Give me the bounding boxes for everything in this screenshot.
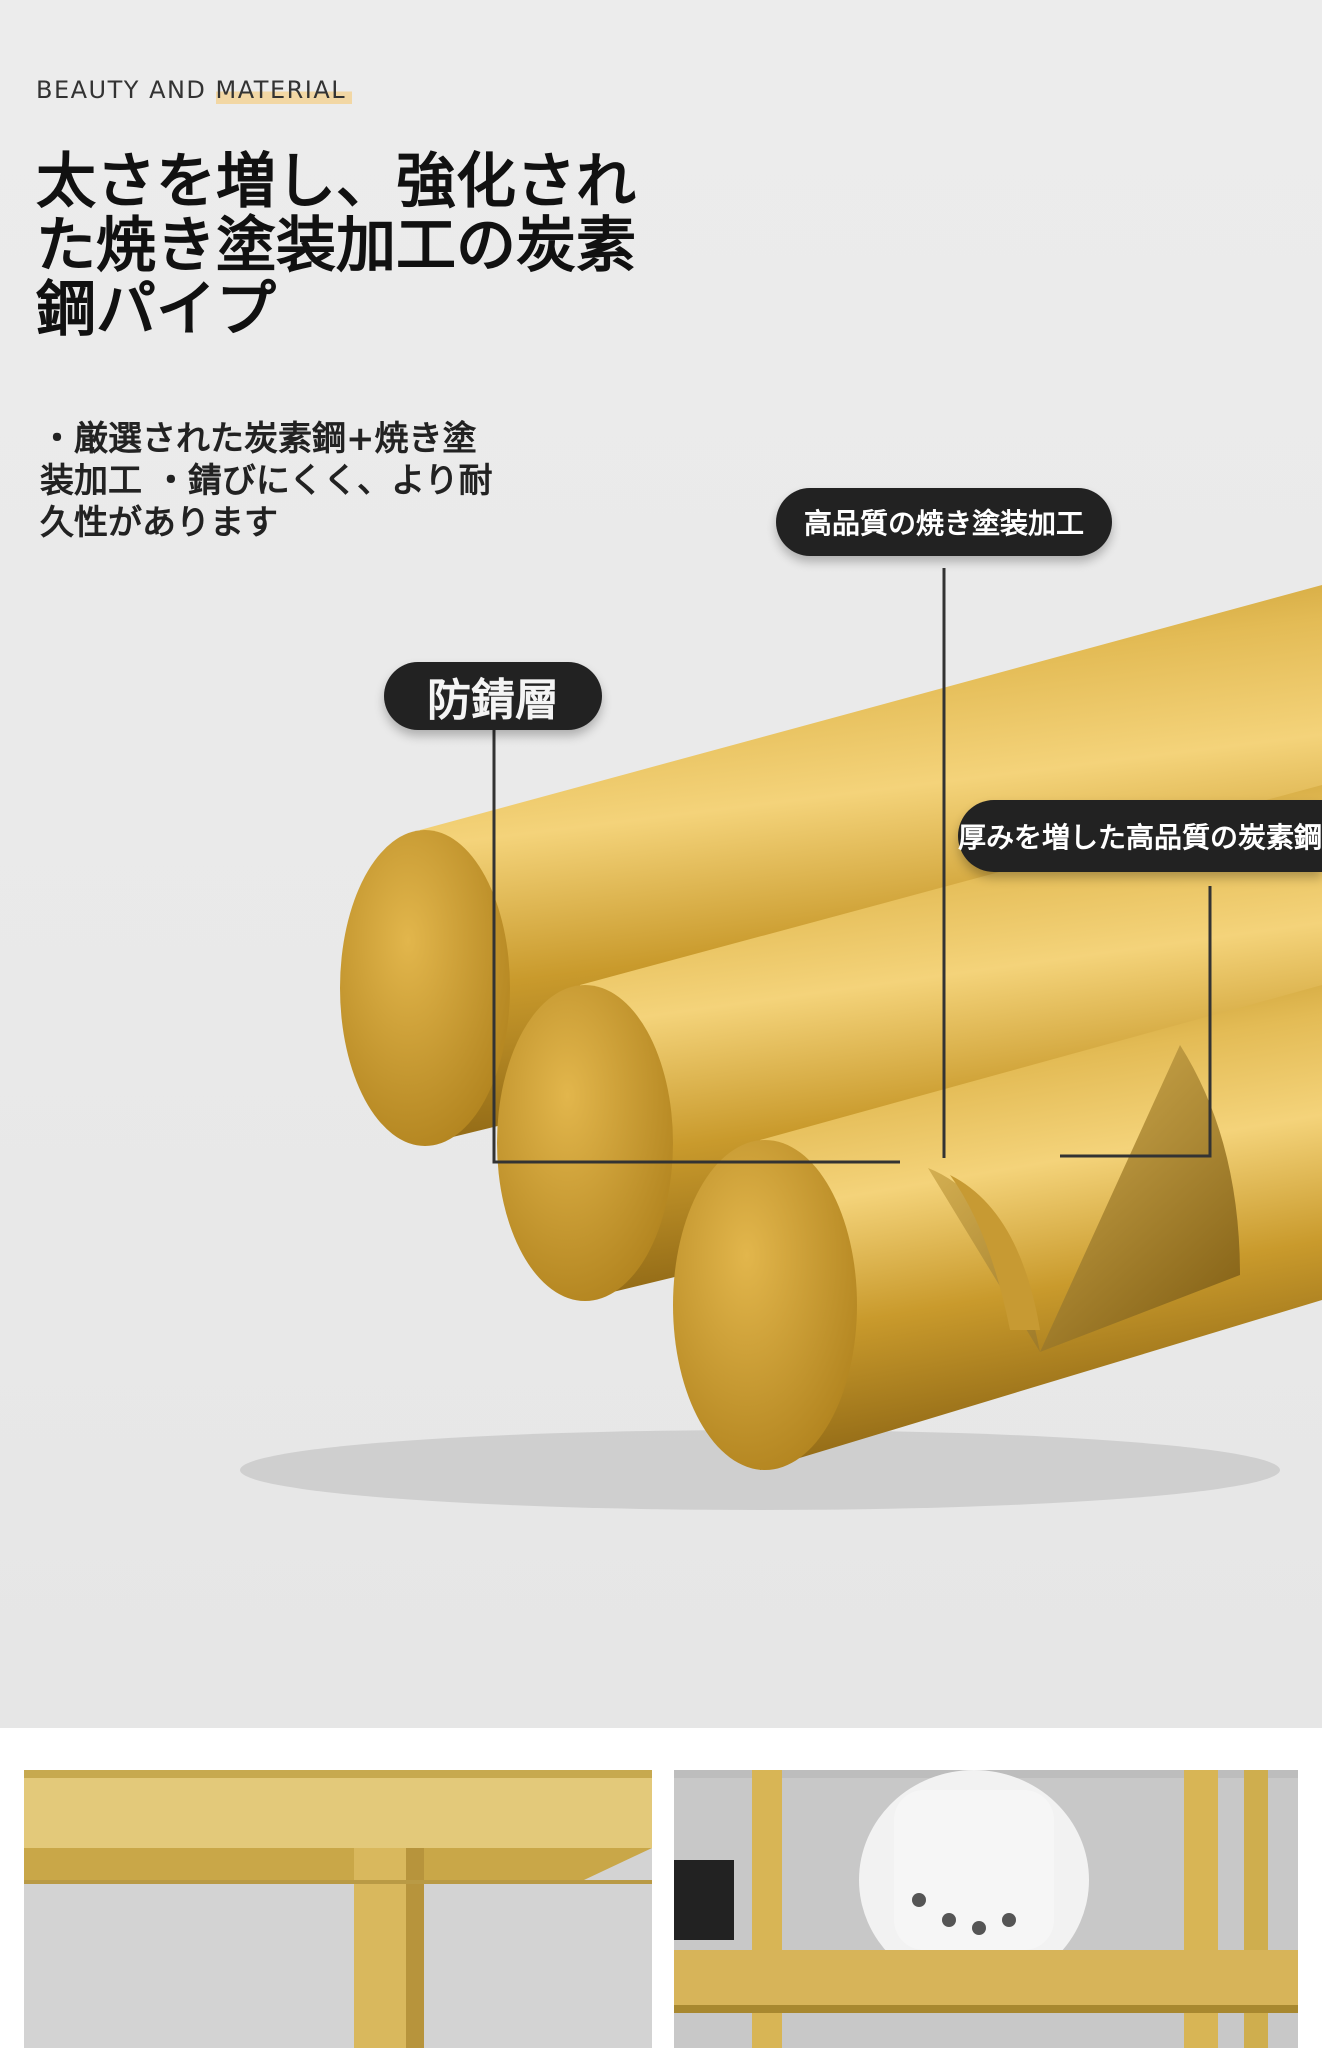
feature-line-3: 久性があります [40,503,278,543]
shoe-rack-photo [674,1770,1298,2048]
headline-line-2: た焼き塗装加工の炭素 [36,211,636,281]
carbon-steel-rods-illustration [240,568,1322,1510]
callout-steel-label: 厚みを増した高品質の炭素鋼 [958,821,1322,854]
feature-description: ・厳選された炭素鋼+焼き塗 装加工 ・錆びにくく、より耐 久性があります [40,418,540,544]
headline-line-3: 鋼パイプ [36,275,276,345]
leader-line-rust [492,730,900,1164]
material-feature-panel: BEAUTY AND MATERIAL 太さを増し、強化され た焼き塗装加工の炭… [0,0,1322,1728]
eyebrow-text-highlight: MATERIAL [215,76,353,104]
callout-rust-layer-label: 防錆層 [427,675,559,726]
headline-line-1: 太さを増し、強化され [36,147,636,217]
leader-line-steel [1060,886,1212,1158]
rod-middle-end [497,985,673,1301]
rod-back-end [340,830,510,1146]
desk-frame-photo [24,1770,652,2048]
eyebrow-text-part1: BEAUTY AND [36,76,216,104]
callout-rust-layer: 防錆層 [384,662,602,730]
feature-line-2: 装加工 ・錆びにくく、より耐 [40,461,493,501]
headline: 太さを増し、強化され た焼き塗装加工の炭素 鋼パイプ [36,150,676,342]
callout-steel: 厚みを増した高品質の炭素鋼 [958,800,1322,872]
section-eyebrow: BEAUTY AND MATERIAL [36,76,353,104]
rod-front-end [673,1140,857,1470]
product-photos-row [0,1728,1322,2048]
callout-coating: 高品質の焼き塗装加工 [776,488,1112,556]
rod-cutaway-inner [950,1175,1040,1330]
feature-line-1: ・厳選された炭素鋼+焼き塗 [40,419,477,459]
callout-coating-label: 高品質の焼き塗装加工 [803,507,1084,540]
